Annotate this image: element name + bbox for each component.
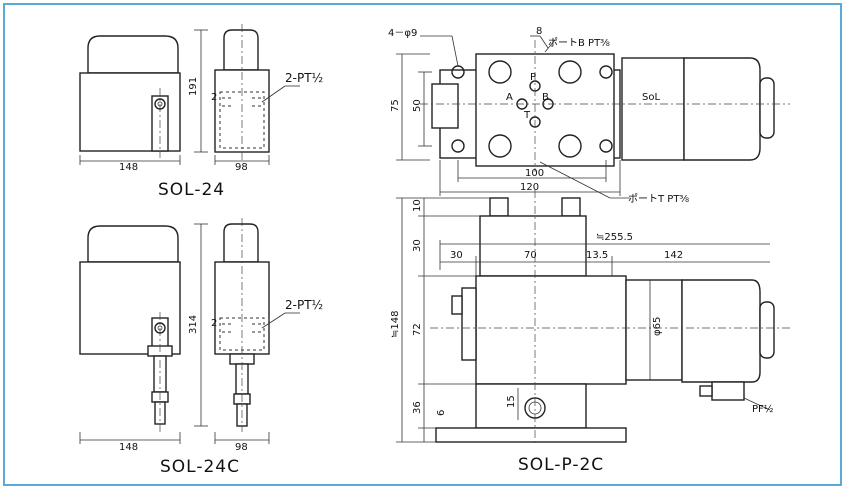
solp2c-dim-10: 10 xyxy=(412,199,423,212)
solp2c-dim-6: 6 xyxy=(436,410,447,416)
solp2c-dim-100: 100 xyxy=(525,168,544,179)
solp2c-port-b-label: ポートB PT⅜ xyxy=(548,37,610,49)
sol24-dim-side-width: 98 xyxy=(235,162,248,173)
sol24c-side-view xyxy=(214,218,300,432)
sol24c-port-label: 2-PT½ xyxy=(285,298,323,312)
sol24-dim-front-width: 148 xyxy=(119,162,138,173)
solp2c-dim-13-5: 13.5 xyxy=(586,250,608,261)
solp2c-top-dimensions xyxy=(396,35,630,199)
solp2c-port-t: T xyxy=(523,110,531,121)
sol24c-title: SOL-24C xyxy=(160,457,240,477)
sol24-title: SOL-24 xyxy=(158,180,225,200)
solp2c-dim-142: 142 xyxy=(664,250,683,261)
solp2c-title: SOL-P-2C xyxy=(518,455,604,475)
solp2c-dim-65: φ65 xyxy=(652,317,663,336)
solp2c-dim-30h: 30 xyxy=(450,250,463,261)
sol24c-mark-2: 2 xyxy=(211,318,217,329)
sol24c-dimensions xyxy=(79,223,270,444)
solp2c-dim-148: ≒148 xyxy=(390,311,401,338)
solp2c-port-b: B xyxy=(542,92,549,103)
solp2c-port-p: P xyxy=(530,72,536,83)
solp2c-hole-label: 4－φ9 xyxy=(388,28,417,39)
solp2c-side-dimensions xyxy=(396,197,771,443)
sol24c-dim-side-width: 98 xyxy=(235,442,248,453)
solp2c-dim-70: 70 xyxy=(524,250,537,261)
solp2c-port-a: A xyxy=(506,92,513,103)
solp2c-dim-120: 120 xyxy=(520,182,539,193)
solp2c-dim-8: 8 xyxy=(536,26,542,37)
sol24-dimensions xyxy=(79,29,270,165)
sol24c-dim-front-width: 148 xyxy=(119,442,138,453)
solp2c-dim-30v: 30 xyxy=(412,239,423,252)
sol24c-dim-height: 314 xyxy=(188,315,199,334)
solp2c-dim-50: 50 xyxy=(412,99,423,112)
sheet-border xyxy=(3,3,842,486)
solp2c-top-view xyxy=(420,40,790,172)
solp2c-dim-255-5: ≒255.5 xyxy=(596,232,633,243)
solp2c-dim-75: 75 xyxy=(390,99,401,112)
sol24-port-label: 2-PT½ xyxy=(285,71,323,85)
solp2c-port-t-label: ポートT PT⅜ xyxy=(628,193,689,205)
sol24c-front-view xyxy=(79,225,181,432)
solp2c-sol-label: SoL xyxy=(642,92,660,103)
solp2c-dim-15: 15 xyxy=(506,395,517,408)
sol24-side-view xyxy=(214,24,300,160)
sol24-dim-height: 191 xyxy=(188,77,199,96)
solp2c-pf-label: PF½ xyxy=(752,403,774,415)
solp2c-dim-36: 36 xyxy=(412,401,423,414)
solp2c-dim-72: 72 xyxy=(412,323,423,336)
sol24-front-view xyxy=(79,35,181,158)
sol24-mark-2: 2 xyxy=(211,92,217,103)
solp2c-side-view xyxy=(430,190,790,446)
